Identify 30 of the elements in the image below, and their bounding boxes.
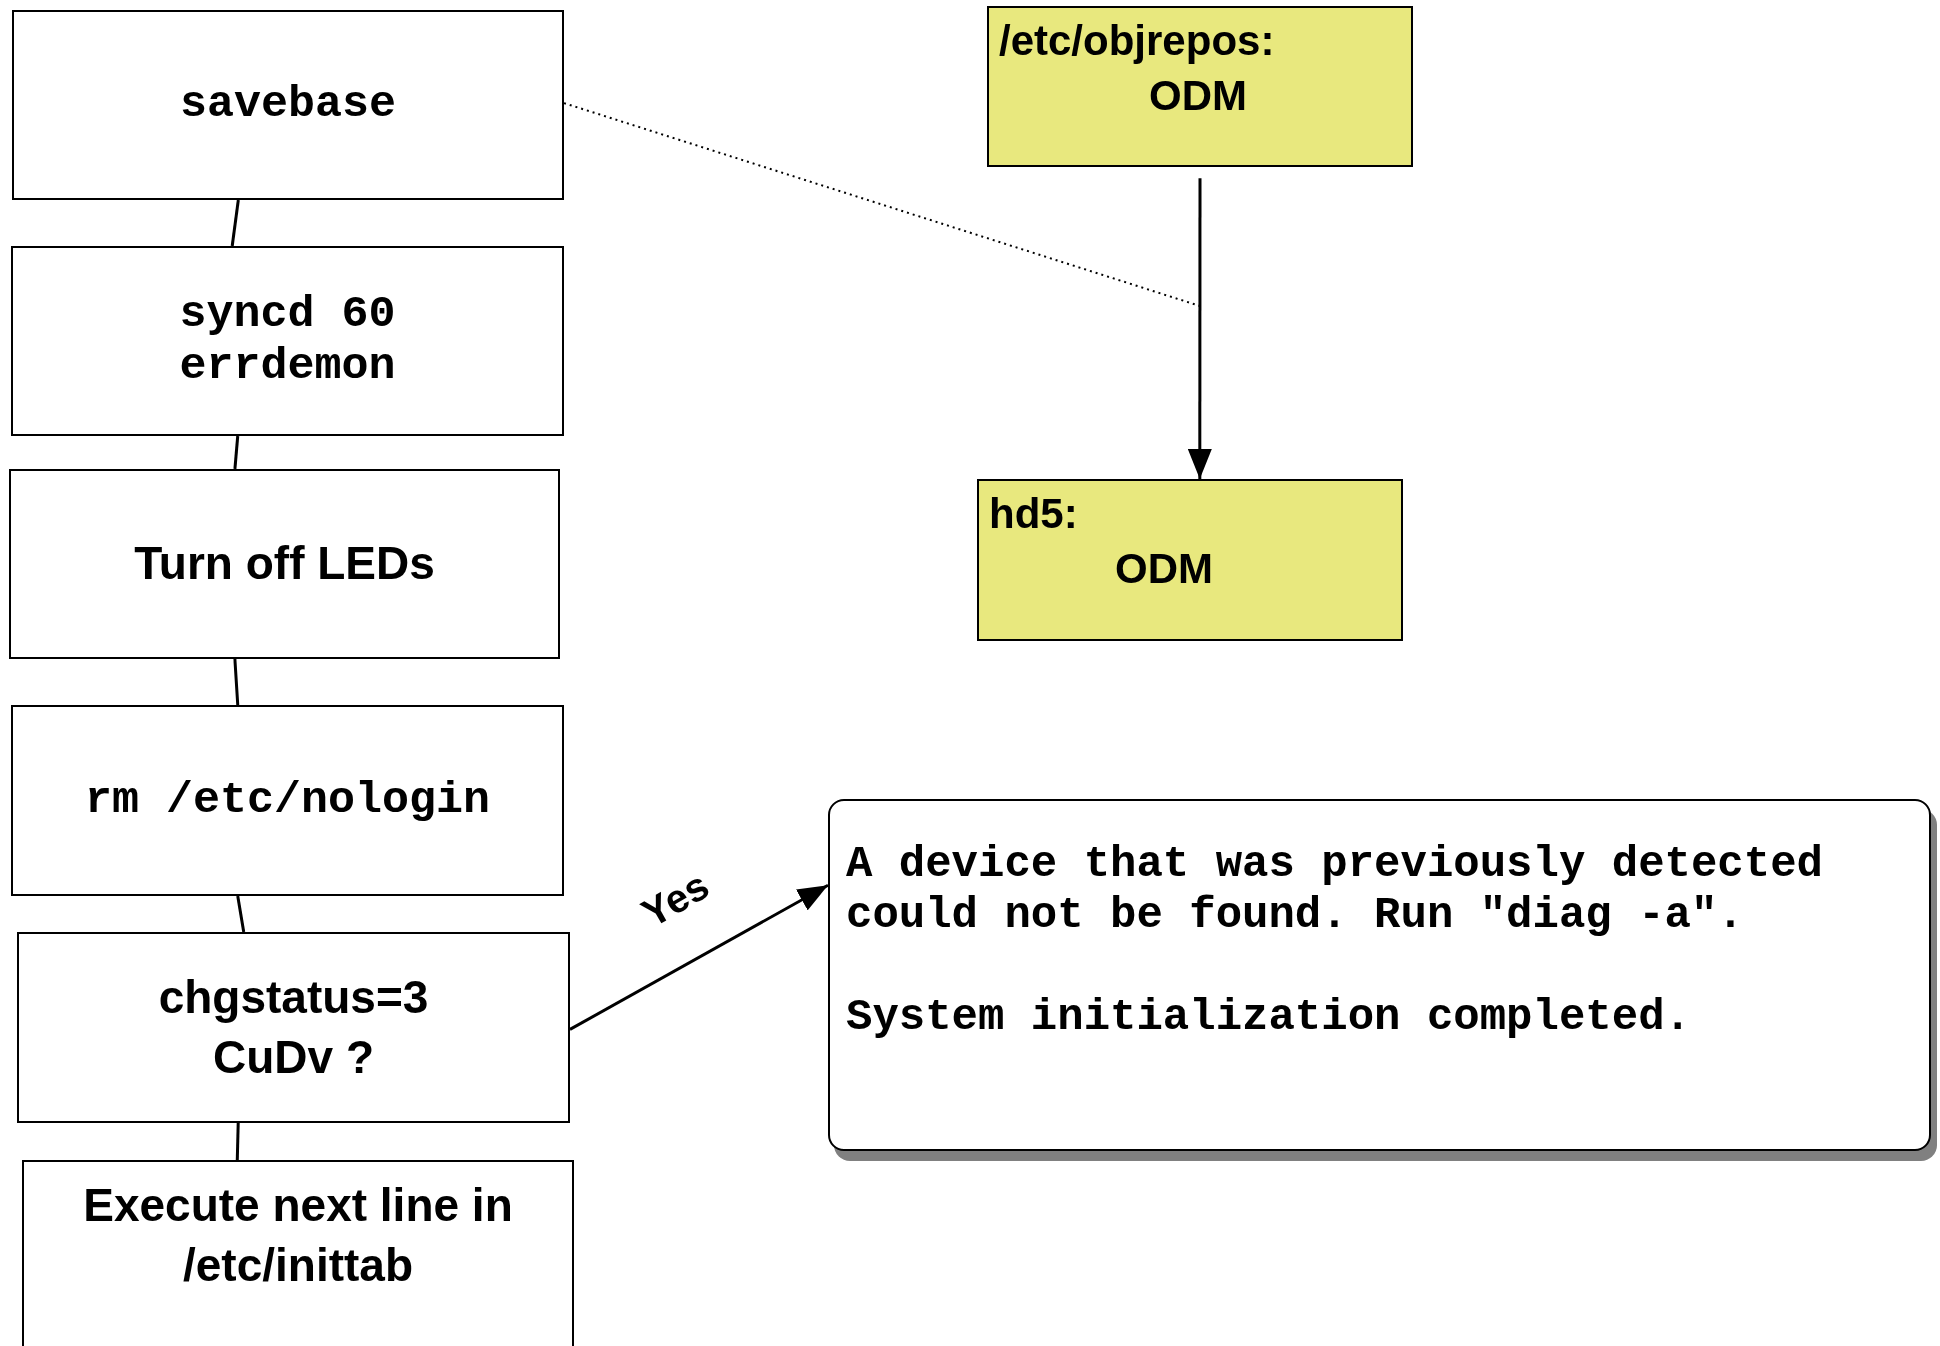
step-text: chgstatus=3	[158, 969, 429, 1025]
step-text: syncd 60	[179, 289, 396, 341]
step-text: CuDv ?	[213, 1029, 374, 1085]
step-text: ODM	[1149, 70, 1247, 121]
process-box	[977, 479, 1403, 641]
process-box	[11, 246, 564, 436]
connector-line	[233, 435, 240, 470]
connector-line	[230, 199, 240, 247]
dotted-line	[563, 102, 1201, 307]
process-box	[22, 1160, 574, 1346]
step-text: Turn off LEDs	[134, 536, 435, 592]
process-box	[12, 10, 564, 200]
message-text: A device that was previously detected could not be found. Run "diag -a".	[846, 839, 1824, 941]
connector-line	[233, 658, 240, 706]
arrow	[569, 883, 829, 1031]
connector-line	[235, 1122, 240, 1161]
process-box	[9, 469, 560, 659]
step-text: errdemon	[179, 341, 396, 393]
process-box	[987, 6, 1413, 167]
arrow	[1187, 178, 1212, 479]
process-box	[17, 932, 570, 1123]
step-text: rm /etc/nologin	[84, 774, 491, 827]
step-text: Execute next line in /etc/inittab	[82, 1178, 514, 1293]
step-text: ODM	[1115, 543, 1213, 594]
heading-text: /etc/objrepos:	[999, 16, 1275, 66]
step-text: savebase	[179, 79, 396, 131]
process-box	[11, 705, 564, 896]
connector-line	[236, 895, 246, 933]
heading-text: hd5:	[989, 489, 1078, 539]
message-text: System initialization completed.	[846, 992, 1691, 1043]
